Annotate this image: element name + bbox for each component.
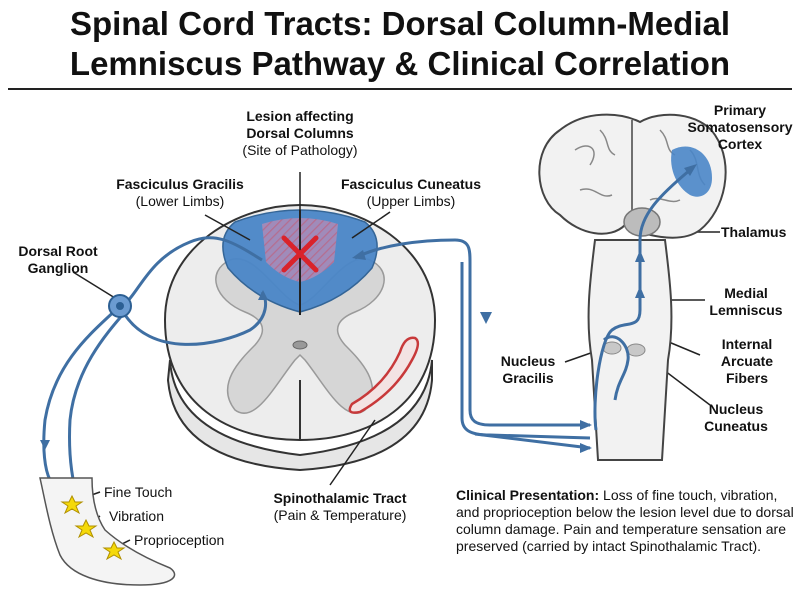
nucleus-gracilis-line-2: Gracilis — [502, 370, 554, 386]
lesion-x-icon — [281, 235, 319, 273]
lesion-label: Lesion affecting Dorsal Columns (Site of… — [220, 108, 380, 159]
peripheral-nerve-outer — [42, 304, 122, 481]
thalamus-shape — [623, 207, 661, 237]
spinothalamic-sub: (Pain & Temperature) — [273, 507, 407, 523]
clinical-text: Loss of fine touch, vibration, and propr… — [456, 487, 794, 554]
dorsal-root — [123, 236, 263, 306]
arrow-icon — [580, 443, 592, 453]
arrow-icon — [580, 420, 592, 430]
drg-label-line-1: Dorsal Root — [18, 243, 98, 259]
receptor-proprioception-text: Proprioception — [134, 532, 225, 548]
receptor-fine-touch-text: Fine Touch — [104, 484, 173, 500]
nucleus-cuneatus-label: Nucleus Cuneatus — [688, 401, 784, 435]
arrow-icon — [40, 440, 50, 450]
fasciculus-cuneatus-sub: (Upper Limbs) — [366, 193, 456, 209]
cortex-label-line-1: Primary — [713, 102, 767, 118]
lesion-label-line-2: Dorsal Columns — [246, 125, 354, 141]
central-canal — [292, 340, 308, 350]
cord-side-depth — [166, 359, 433, 472]
ascending-axon — [120, 291, 268, 346]
arcuate-fiber-path — [602, 335, 630, 401]
arcuate-fibers-label: Internal Arcuate Fibers — [700, 336, 794, 387]
receptor-star-icon — [60, 494, 126, 561]
peripheral-nerve-inner — [67, 311, 127, 501]
ascending-tract — [354, 238, 591, 450]
spinal-cord-section — [163, 203, 437, 472]
fasciculus-gracilis-name: Fasciculus Gracilis — [116, 176, 244, 192]
nucleus-gracilis-line-1: Nucleus — [500, 353, 556, 369]
fasciculus-gracilis-sub: (Lower Limbs) — [135, 193, 225, 209]
lesion-label-line-1: Lesion affecting — [246, 108, 354, 124]
clinical-presentation: Clinical Presentation: Loss of fine touc… — [456, 487, 796, 555]
arcuate-line-2: Arcuate — [720, 353, 774, 369]
arrow-icon — [635, 250, 645, 262]
drg-label: Dorsal Root Ganglion — [0, 243, 116, 277]
arrow-icon — [480, 312, 492, 324]
arcuate-line-1: Internal — [721, 336, 773, 352]
page-title: Spinal Cord Tracts: Dorsal Column-Medial… — [0, 4, 800, 84]
arrow-icon — [684, 164, 697, 176]
spinothalamic-name: Spinothalamic Tract — [273, 490, 407, 506]
medial-lemniscus-path — [593, 168, 691, 431]
fasciculus-cuneatus-name: Fasciculus Cuneatus — [340, 176, 482, 192]
gray-matter-butterfly — [215, 257, 385, 414]
title-divider — [8, 88, 792, 90]
clinical-heading: Clinical Presentation: — [456, 487, 600, 503]
nucleus-cuneatus-shape — [626, 343, 646, 357]
cortex-label-line-2: Somatosensory — [687, 119, 793, 135]
ganglion-nucleus — [116, 302, 124, 310]
receptor-label-proprioception: Proprioception — [134, 532, 264, 549]
spinothalamic-label: Spinothalamic Tract (Pain & Temperature) — [250, 490, 430, 524]
cortex-label: Primary Somatosensory Cortex — [682, 102, 798, 153]
nucleus-gracilis-label: Nucleus Gracilis — [488, 353, 568, 387]
drg-label-line-2: Ganglion — [27, 260, 89, 276]
thalamus-label-text: Thalamus — [721, 224, 787, 240]
arrow-icon — [635, 286, 645, 298]
thalamus-label: Thalamus — [721, 224, 799, 241]
brain — [538, 113, 727, 461]
lesion-label-sub: (Site of Pathology) — [242, 142, 358, 158]
arrow-icon — [258, 290, 268, 300]
spinothalamic-tract-loop — [348, 336, 420, 414]
receptor-label-fine-touch: Fine Touch — [104, 484, 224, 501]
arcuate-line-3: Fibers — [725, 370, 768, 386]
nucleus-cuneatus-line-1: Nucleus — [708, 401, 764, 417]
receptor-vibration-text: Vibration — [109, 508, 165, 524]
fasciculus-gracilis-label: Fasciculus Gracilis (Lower Limbs) — [92, 176, 268, 210]
title-line-1: Spinal Cord Tracts: Dorsal Column-Medial — [69, 5, 731, 42]
nucleus-cuneatus-line-2: Cuneatus — [704, 418, 768, 434]
medial-lemniscus-line-2: Lemniscus — [709, 302, 783, 318]
medial-lemniscus-label: Medial Lemniscus — [700, 285, 792, 319]
arrow-icon — [352, 250, 366, 260]
title-line-2: Lemniscus Pathway & Clinical Correlation — [69, 45, 731, 82]
receptor-label-vibration: Vibration — [109, 508, 229, 525]
cortex-label-line-3: Cortex — [717, 136, 763, 152]
medial-lemniscus-line-1: Medial — [724, 285, 768, 301]
fasciculus-cuneatus-label: Fasciculus Cuneatus (Upper Limbs) — [318, 176, 504, 210]
